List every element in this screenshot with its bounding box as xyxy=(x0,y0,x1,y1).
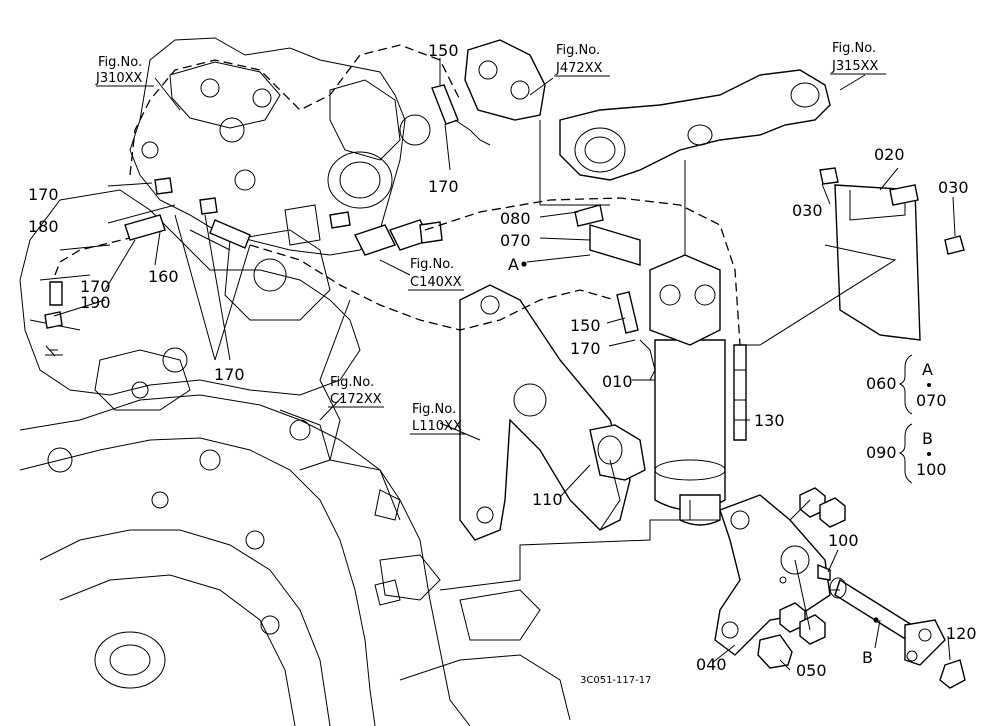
drawing-code: 3C051-117-17 xyxy=(580,675,651,686)
part-label-080: 080 xyxy=(500,209,531,228)
fig-no-label: Fig.No. xyxy=(412,402,456,417)
fig-no-label: Fig.No. xyxy=(98,55,142,70)
part-label-170: 170 xyxy=(570,339,601,358)
side-plate-drawing xyxy=(459,284,646,541)
fig-ref-j315: Fig.No. J315XX xyxy=(830,41,886,75)
part-label-170: 170 xyxy=(80,277,111,296)
part-label-020: 020 xyxy=(874,145,905,164)
part-label-110: 110 xyxy=(532,490,563,509)
fig-ref-c172: Fig.No. C172XX xyxy=(328,375,384,408)
part-label-160: 160 xyxy=(148,267,179,286)
fig-ref-code: J315XX xyxy=(831,59,879,74)
set-item: 100 xyxy=(916,460,947,479)
fig-ref-j310: Fig.No. J310XX xyxy=(95,55,154,87)
part-label-030: 030 xyxy=(938,178,969,197)
ref-dot-b xyxy=(873,617,879,623)
part-label-120: 120 xyxy=(946,624,977,643)
fig-ref-code: J472XX xyxy=(555,61,603,76)
set-group-060: 060 A 070 xyxy=(866,354,947,415)
set-group-090: 090 B 100 xyxy=(866,423,947,484)
fig-ref-c140: Fig.No. C140XX xyxy=(408,257,464,291)
part-label-130: 130 xyxy=(754,411,785,430)
part-label-170: 170 xyxy=(428,177,459,196)
fig-ref-code: J310XX xyxy=(95,71,143,86)
part-label-040: 040 xyxy=(696,655,727,674)
assembly-lines xyxy=(189,120,897,631)
part-label-070: 070 xyxy=(500,231,531,250)
part-label-150: 150 xyxy=(570,316,601,335)
set-letter: A xyxy=(922,360,933,379)
fig-no-label: Fig.No. xyxy=(832,41,876,56)
part-label-180: 180 xyxy=(28,217,59,236)
fig-no-label: Fig.No. xyxy=(330,375,374,390)
ref-letter-b: B xyxy=(862,648,873,667)
cover-plate-drawing xyxy=(819,167,965,341)
fig-ref-code: L110XX xyxy=(412,419,462,434)
fig-no-label: Fig.No. xyxy=(410,257,454,272)
hydraulic-housing-drawing xyxy=(19,37,431,411)
hose-fittings-drawing xyxy=(44,84,747,441)
fig-ref-code: C140XX xyxy=(410,275,462,290)
part-label-100: 100 xyxy=(828,531,859,550)
ref-letter-a: A xyxy=(508,255,519,274)
part-label-010: 010 xyxy=(602,372,633,391)
pipe-route-upper xyxy=(129,44,461,176)
ref-dot-a xyxy=(521,261,527,267)
part-label-030: 030 xyxy=(792,201,823,220)
part-label-050: 050 xyxy=(796,661,827,680)
lift-cylinder-drawing xyxy=(649,254,726,526)
part-label-170: 170 xyxy=(214,365,245,384)
pin-assembly-drawing xyxy=(757,487,966,689)
leader-lines xyxy=(45,58,956,671)
pipe-route-middle xyxy=(249,244,616,331)
part-label-170: 170 xyxy=(28,185,59,204)
transmission-case-drawing xyxy=(19,394,571,726)
part-label-190: 190 xyxy=(80,293,111,312)
bracket-drawing xyxy=(464,39,546,121)
set-number: 060 xyxy=(866,374,897,393)
part-label-150: 150 xyxy=(428,41,459,60)
lift-arm-drawing xyxy=(559,69,831,181)
fig-no-label: Fig.No. xyxy=(556,43,600,58)
set-letter: B xyxy=(922,429,933,448)
pipe-route-right xyxy=(424,197,741,346)
set-number: 090 xyxy=(866,443,897,462)
fig-ref-j472: Fig.No. J472XX xyxy=(554,43,610,77)
fig-ref-code: C172XX xyxy=(330,392,382,407)
fig-ref-l110: Fig.No. L110XX xyxy=(410,402,466,435)
pipe-route-left xyxy=(54,237,131,276)
lower-bracket-drawing xyxy=(714,494,831,656)
set-item: 070 xyxy=(916,391,947,410)
